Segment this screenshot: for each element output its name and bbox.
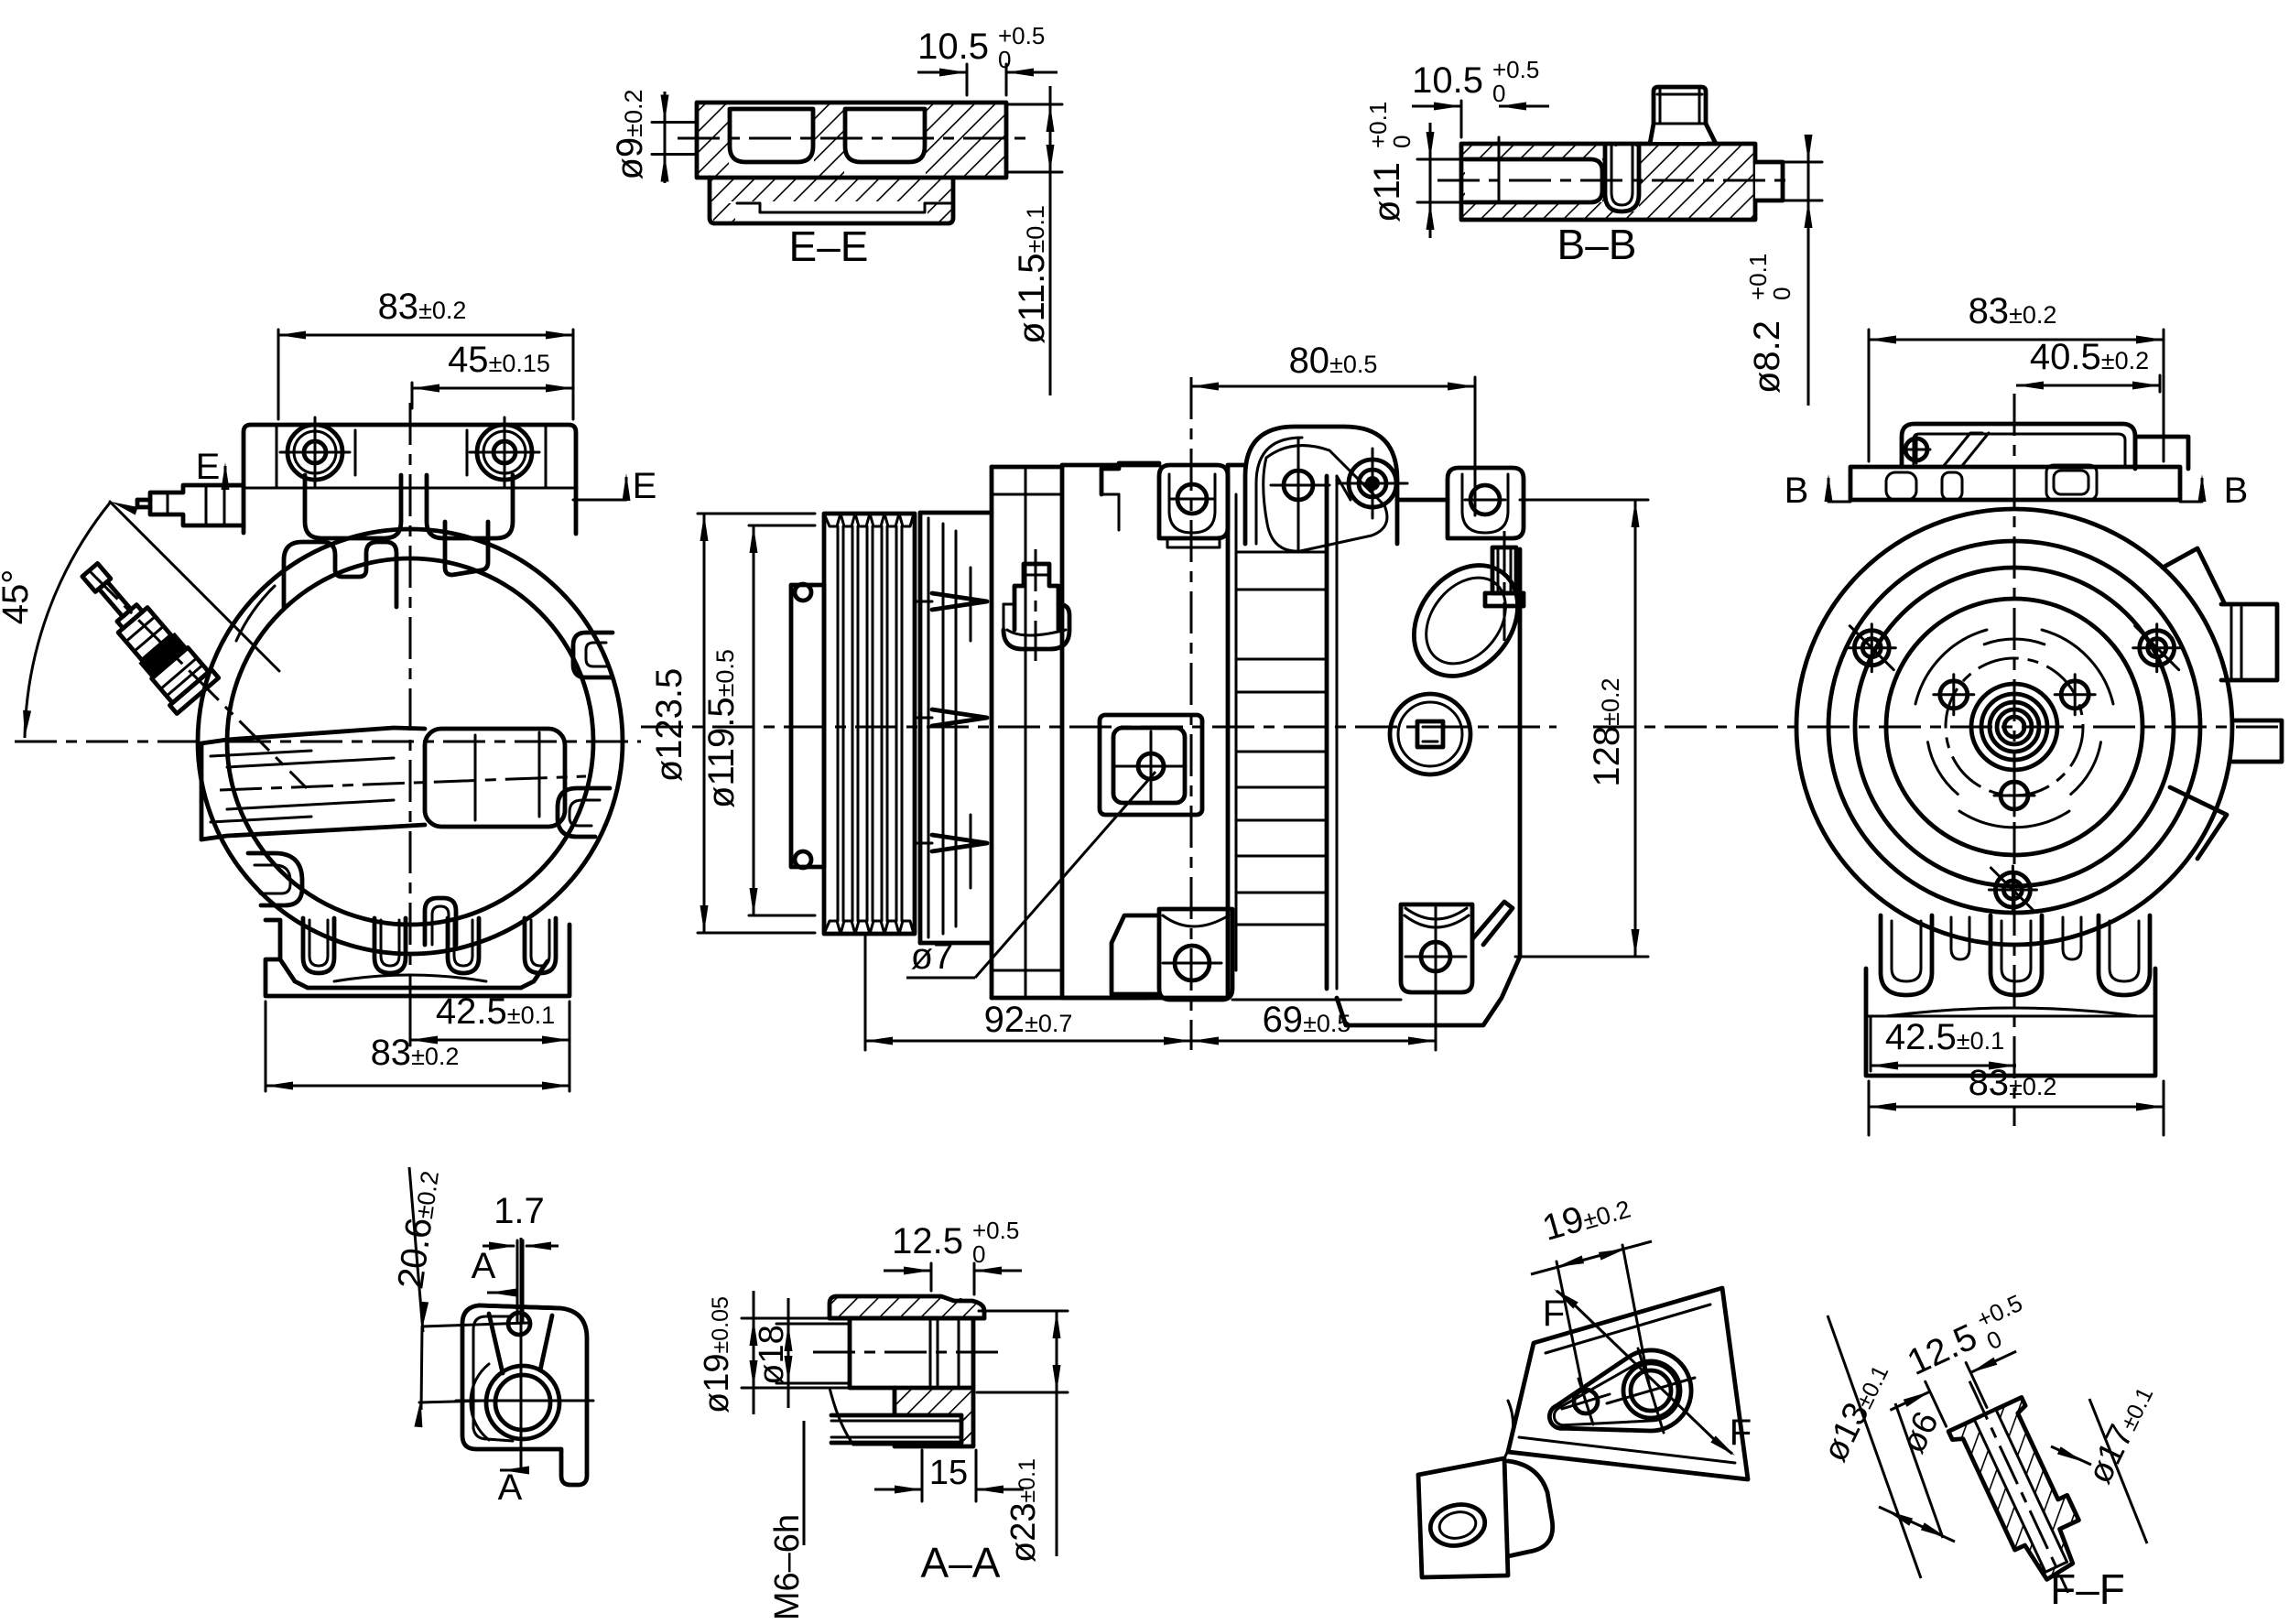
svg-text:12.5: 12.5 bbox=[892, 1221, 963, 1261]
svg-text:10.5: 10.5 bbox=[1412, 60, 1483, 101]
svg-text:A: A bbox=[498, 1467, 523, 1508]
svg-text:+0.5: +0.5 bbox=[1492, 56, 1539, 83]
svg-text:B–B: B–B bbox=[1557, 221, 1637, 268]
svg-text:A: A bbox=[472, 1246, 496, 1286]
svg-text:E: E bbox=[633, 466, 657, 506]
svg-text:+0.1: +0.1 bbox=[1744, 254, 1772, 300]
svg-text:ø123.5: ø123.5 bbox=[649, 668, 689, 783]
svg-text:+0.1: +0.1 bbox=[1364, 102, 1392, 148]
svg-text:15: 15 bbox=[929, 1454, 968, 1492]
svg-text:0: 0 bbox=[1768, 287, 1795, 300]
svg-text:0: 0 bbox=[1492, 80, 1505, 107]
svg-text:F: F bbox=[1543, 1294, 1565, 1334]
svg-text:0: 0 bbox=[998, 46, 1011, 73]
svg-text:0: 0 bbox=[1388, 135, 1416, 148]
svg-text:ø18: ø18 bbox=[753, 1325, 791, 1384]
svg-text:1.7: 1.7 bbox=[494, 1191, 545, 1231]
svg-text:E–E: E–E bbox=[789, 222, 869, 270]
svg-text:F–F: F–F bbox=[2050, 1565, 2125, 1613]
svg-text:10.5: 10.5 bbox=[917, 27, 989, 67]
svg-text:B: B bbox=[2224, 471, 2249, 511]
svg-text:+0.5: +0.5 bbox=[972, 1217, 1019, 1244]
svg-text:A–A: A–A bbox=[921, 1539, 1001, 1586]
svg-text:45°: 45° bbox=[0, 569, 36, 625]
svg-text:E: E bbox=[196, 447, 221, 487]
svg-text:M6–6h: M6–6h bbox=[768, 1514, 807, 1620]
svg-text:0: 0 bbox=[972, 1240, 985, 1268]
svg-text:ø8.2: ø8.2 bbox=[1747, 320, 1787, 394]
svg-text:F: F bbox=[1730, 1413, 1752, 1453]
svg-text:B: B bbox=[1785, 471, 1809, 511]
svg-text:92±0.7: 92±0.7 bbox=[984, 1000, 1073, 1040]
svg-text:80±0.5: 80±0.5 bbox=[1289, 341, 1378, 381]
svg-text:+0.5: +0.5 bbox=[998, 22, 1045, 49]
svg-text:ø7: ø7 bbox=[911, 937, 954, 977]
svg-text:ø11: ø11 bbox=[1367, 162, 1407, 222]
svg-text:42.5±0.1: 42.5±0.1 bbox=[436, 991, 555, 1032]
